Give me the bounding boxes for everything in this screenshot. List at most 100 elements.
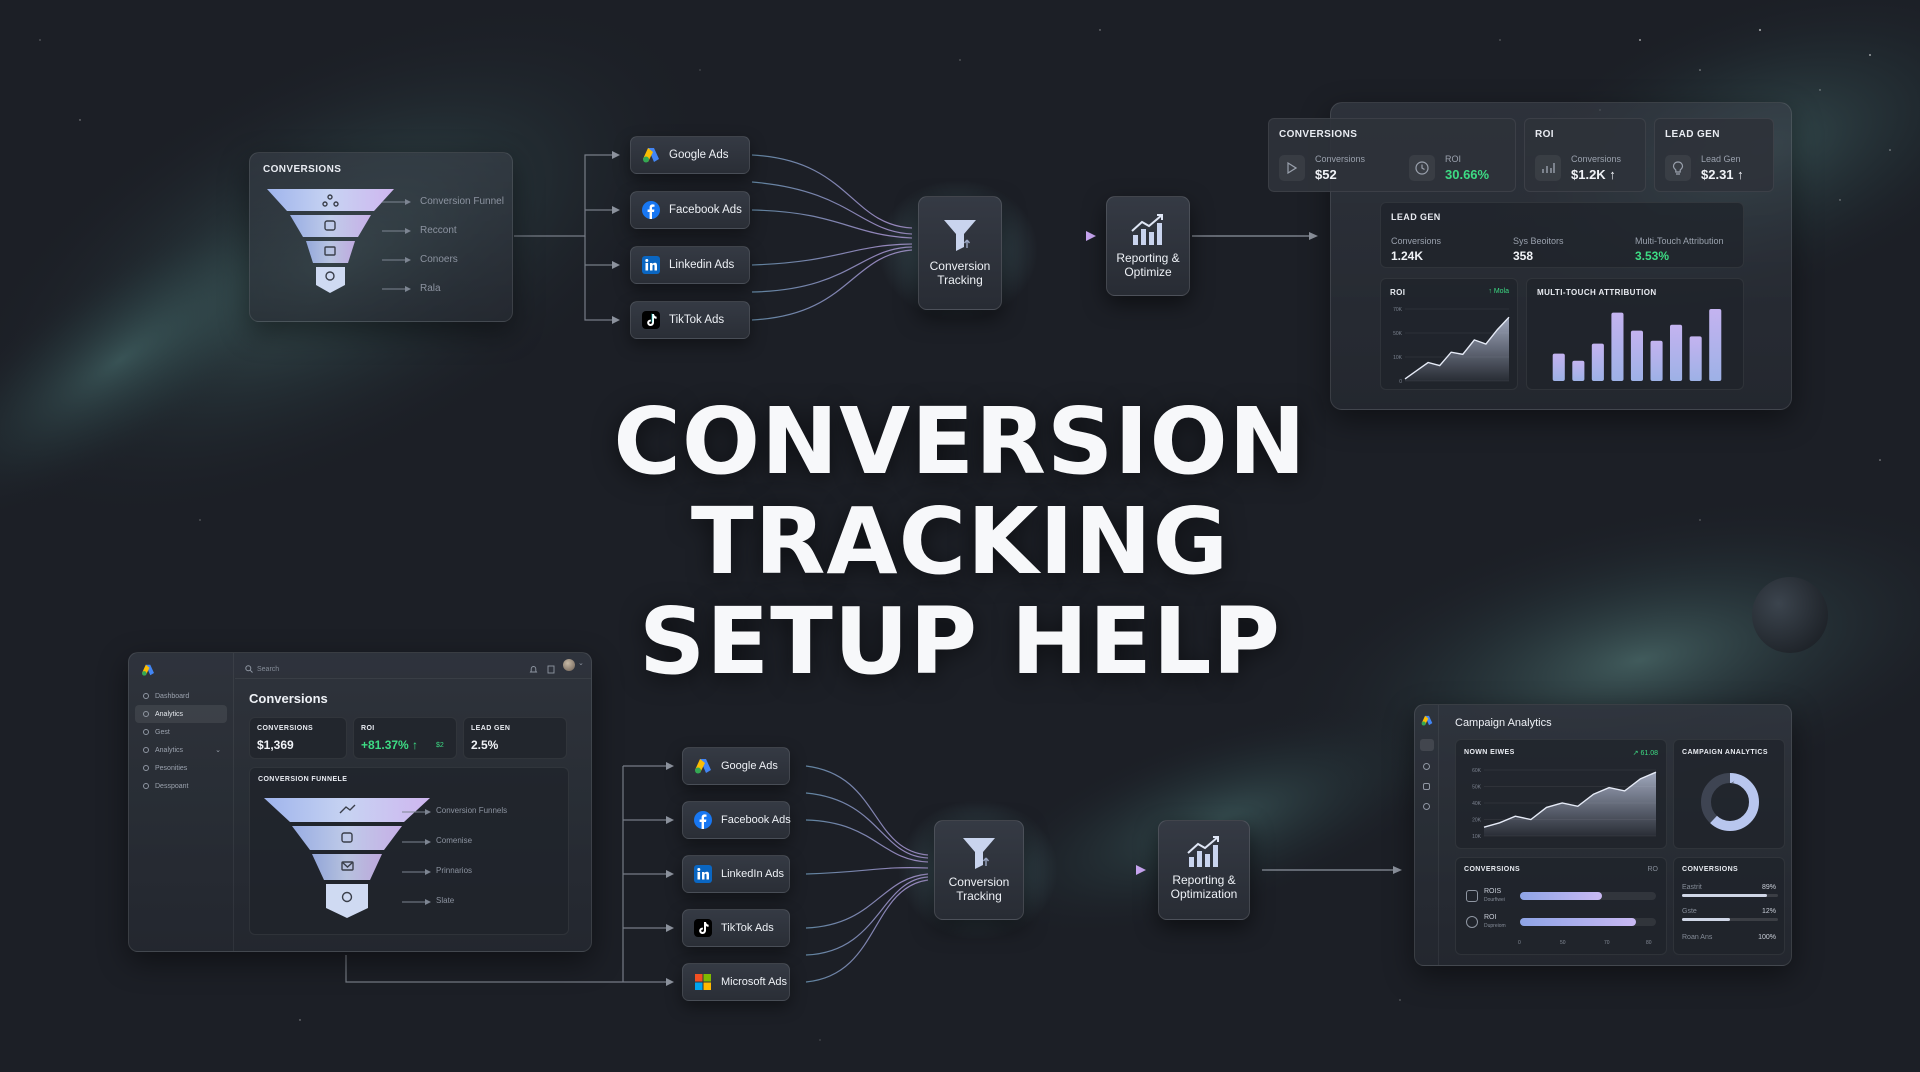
source-label: LinkedIn Ads [721,868,784,880]
campaign-donut-card: CAMPAIGN ANALYTICS [1673,739,1785,849]
top-funnel-stage-label: Rala [420,283,441,294]
nav-gest[interactable]: Gest [135,723,227,741]
app-logo [1421,713,1433,731]
bottom-funnel-stage-label: Comenise [436,836,473,845]
conversions-card: CONVERSIONS Conversions $52 ROI 30.66% [1268,118,1516,192]
kpi-caption: LEAD GEN [471,725,511,732]
kpi-value: 2.5% [471,738,499,752]
bar [1572,360,1585,381]
bottom-funnel-stage-label: Slate [436,896,455,905]
chevron-down-icon: ⌄ [215,747,221,754]
axis-tick: 60K [1472,768,1482,774]
nav-desspoant[interactable]: Desspoant [135,777,227,795]
headline-line-1: CONVERSION [613,388,1307,495]
row-fill [1682,918,1730,921]
microsoft-icon [693,972,713,992]
nav-circle-icon[interactable] [1423,763,1430,770]
leadgen-card: LEAD GEN Lead Gen $2.31 ↑ [1654,118,1774,192]
kpi-leadgen: LEAD GEN 2.5% [463,717,567,759]
kpi-roi: ROI +81.37% ↑ $2 [353,717,457,759]
nav-settings-icon[interactable] [1423,803,1430,810]
axis-tick: 20K [1472,818,1482,824]
row-label: ROIS [1484,888,1502,895]
linkedin-icon [641,255,661,275]
row-fill [1520,892,1602,900]
bottom-funnel-stage-label: Conversion Funnels [436,806,508,815]
row-pct: 12% [1761,908,1776,915]
search-bar[interactable]: Search [245,660,279,678]
lightbulb-icon [1665,155,1691,181]
source-linkedin-ads[interactable]: Linkedin Ads [630,246,750,284]
top-funnel-graphic [267,189,394,293]
bar [1709,309,1722,381]
pie-slice [1701,773,1759,831]
axis-tick: 40K [1472,801,1482,807]
top-funnel-stage-label: Conversion Funnel [420,196,504,207]
axis-tick: 50K [1472,785,1482,791]
bottom-conversion-tracking-node[interactable]: Conversion Tracking [934,820,1024,920]
source-google-ads[interactable]: Google Ads [682,747,790,785]
kpi-value: +81.37% ↑ [361,738,419,752]
campaign-conversions-card: CONVERSIONS RO ROIS Dourfiwei ROI Duprei… [1455,857,1667,955]
play-icon [1279,155,1305,181]
nav-lock-icon[interactable] [1423,783,1430,790]
source-tiktok-ads[interactable]: TikTok Ads [682,909,790,947]
metric-value: $2.31 ↑ [1701,167,1744,182]
source-linkedin-ads[interactable]: LinkedIn Ads [682,855,790,893]
app-logo [141,663,155,681]
top-funnel-arrows [382,199,411,292]
campaign-donut-chart [1701,773,1759,831]
axis-tick: 0 [1399,379,1402,385]
card-caption: LEAD GEN [1665,129,1720,140]
axis-tick: 10K [1393,355,1403,361]
nav-camera-icon[interactable] [1420,739,1434,751]
google-ads-icon [693,756,713,776]
bar [1552,353,1565,381]
metric-label: Conversions [1391,236,1442,246]
source-label: Linkedin Ads [669,259,735,271]
campaign-title: Campaign Analytics [1455,717,1552,729]
clock-icon [1409,155,1435,181]
top-conversion-tracking-node[interactable]: Conversion Tracking [918,196,1002,310]
metric-value: $52 [1315,167,1337,182]
metric-value: 30.66% [1445,167,1490,182]
nav-pesonities[interactable]: Pesonities [135,759,227,777]
user-icon [1466,890,1478,902]
top-funnel-caption: CONVERSIONS [263,164,342,175]
chevron-down-icon[interactable]: ⌄ [578,660,584,667]
chart-caption: MULTI-TOUCH ATTRIBUTION [1537,288,1657,297]
nav-analytics[interactable]: Analytics [135,705,227,723]
facebook-icon [693,810,713,830]
funnel-icon [919,217,1001,253]
axis-tick: 70 [1604,940,1610,946]
source-google-ads[interactable]: Google Ads [630,136,750,174]
bar [1630,330,1643,381]
metric-label: Conversions [1571,154,1622,164]
bar [1650,340,1663,381]
top-funnel-stage-label: Reccont [420,225,457,236]
source-facebook-ads[interactable]: Facebook Ads [630,191,750,229]
top-reporting-node[interactable]: Reporting & Optimize [1106,196,1190,296]
top-funnel-panel: CONVERSIONS Conversion Funnel Reccont Co… [249,152,513,322]
nav-analytics-2[interactable]: Analytics⌄ [135,741,227,759]
search-input[interactable]: Search [257,665,280,673]
nav-dashboard[interactable]: Dashboard [135,687,227,705]
source-tiktok-ads[interactable]: TikTok Ads [630,301,750,339]
avatar[interactable] [563,659,575,671]
google-ads-icon [641,145,661,165]
bar [1591,343,1604,381]
source-microsoft-ads[interactable]: Microsoft Ads [682,963,790,1001]
chart-caption: NOWN EIWES [1464,749,1515,756]
source-label: Microsoft Ads [721,976,788,988]
bottom-reporting-node[interactable]: Reporting & Optimization [1158,820,1250,920]
axis-tick: 0 [1518,940,1521,946]
bell-icon[interactable] [529,661,538,679]
chart-caption: CAMPAIGN ANALYTICS [1682,749,1768,756]
row-label: ROI [1484,914,1497,921]
source-facebook-ads[interactable]: Facebook Ads [682,801,791,839]
clipboard-icon[interactable] [547,661,555,679]
roi-card: ROI Conversions $1.2K ↑ [1524,118,1646,192]
users-icon [143,729,149,735]
